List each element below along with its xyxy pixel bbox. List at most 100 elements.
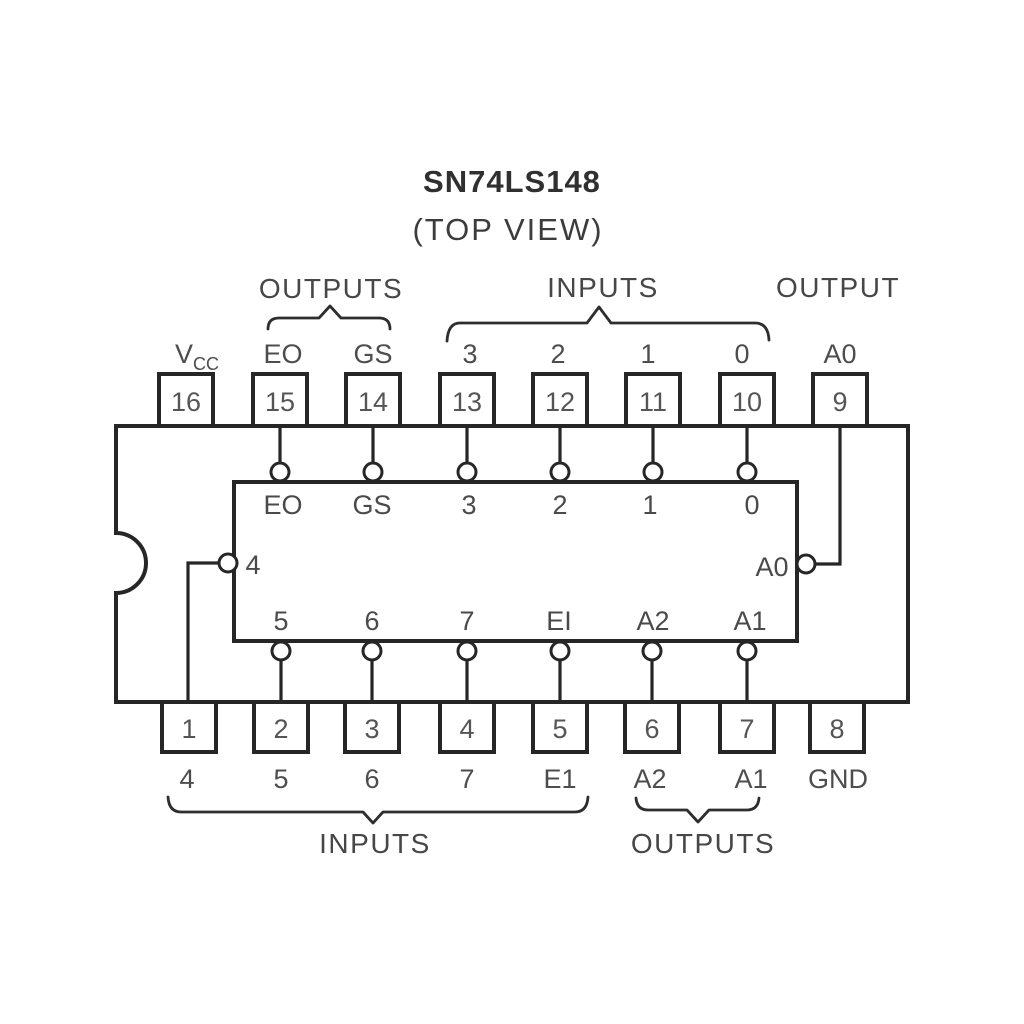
pin-2-terminal-circle — [270, 640, 292, 662]
inner-label-a1: A1 — [733, 606, 766, 636]
pin-13-number: 13 — [452, 387, 482, 417]
pin-3-box — [343, 700, 401, 754]
inner-bottom-labels: 5 6 7 EI A2 A1 — [273, 606, 766, 636]
pin-3-terminal-circle — [361, 640, 383, 662]
pin-1-terminal-circle — [217, 552, 239, 574]
pin-6-box — [623, 700, 681, 754]
inner-label-6: 6 — [364, 606, 379, 636]
inner-label-4: 4 — [245, 550, 260, 580]
pin-11-box — [624, 372, 682, 428]
view-label: (TOP VIEW) — [412, 212, 603, 247]
inner-label-7: 7 — [459, 606, 474, 636]
pin-2-box — [252, 700, 310, 754]
pin-2-number: 2 — [273, 714, 288, 744]
pin-7-number: 7 — [739, 714, 754, 744]
top-inputs-group-label: INPUTS — [547, 272, 659, 303]
top-pin-row: 16 15 14 13 12 11 10 9 — [157, 372, 869, 428]
pin-15-terminal-circle — [269, 461, 291, 483]
pin-5-bottom-label: E1 — [543, 764, 576, 794]
inner-label-eo: EO — [263, 490, 302, 520]
ic-inner-body — [232, 480, 799, 643]
pin-3-bottom-label: 6 — [364, 764, 379, 794]
pin-6-terminal-circle — [641, 640, 663, 662]
pin-9-label: A0 — [823, 339, 856, 369]
inner-label-a0: A0 — [755, 552, 788, 582]
pin-8-box — [808, 700, 866, 754]
inner-label-a2: A2 — [636, 606, 669, 636]
pin-6-bottom-label: A2 — [633, 764, 666, 794]
pin-1-lead-line — [186, 561, 219, 702]
bottom-outputs-group-label: OUTPUTS — [631, 828, 775, 859]
pin-16-box — [157, 372, 215, 428]
pin-11-label: 1 — [640, 339, 655, 369]
pin-4-bottom-label: 7 — [459, 764, 474, 794]
inner-label-1: 1 — [642, 490, 657, 520]
brace-bottom-inputs — [166, 795, 590, 825]
pin-4-number: 4 — [459, 714, 474, 744]
pin-14-terminal-circle — [362, 461, 384, 483]
pin-14-label: GS — [353, 339, 392, 369]
brace-top-outputs — [266, 304, 392, 331]
pin-9-lead-line — [815, 426, 842, 566]
pin-6-number: 6 — [644, 714, 659, 744]
inner-label-2: 2 — [552, 490, 567, 520]
pin-10-label: 0 — [734, 339, 749, 369]
pin-8-bottom-label: GND — [808, 764, 868, 794]
pin-5-box — [531, 700, 589, 754]
inner-label-gs: GS — [352, 490, 391, 520]
pin-12-number: 12 — [545, 387, 575, 417]
top-outputs-group-label: OUTPUTS — [259, 273, 403, 304]
pin-2-bottom-label: 5 — [273, 764, 288, 794]
inner-label-5: 5 — [273, 606, 288, 636]
pin-11-number: 11 — [639, 387, 667, 417]
pin-4-terminal-circle — [456, 640, 478, 662]
pin-10-terminal-circle — [736, 461, 758, 483]
pin-15-label: EO — [263, 339, 302, 369]
bottom-lead-lines — [279, 660, 749, 702]
inner-label-0: 0 — [744, 490, 759, 520]
inner-label-3: 3 — [461, 490, 476, 520]
pin-16-label-subscript: CC — [193, 354, 219, 374]
top-terminal-circles — [269, 461, 758, 483]
pin-15-box — [251, 372, 309, 428]
pin-13-label: 3 — [462, 339, 477, 369]
pin-7-terminal-circle — [736, 640, 758, 662]
bottom-inputs-group-label: INPUTS — [319, 828, 431, 859]
pin-14-number: 14 — [358, 387, 388, 417]
ic-package-outline — [114, 424, 910, 704]
top-lead-lines — [186, 426, 842, 702]
pin-12-box — [531, 372, 589, 428]
pin-1-number: 1 — [181, 714, 196, 744]
pin-4-box — [438, 700, 496, 754]
pin-9-terminal-circle — [795, 553, 817, 575]
brace-bottom-outputs — [634, 796, 761, 824]
pin-16-label: V — [175, 339, 193, 369]
pin-12-terminal-circle — [549, 461, 571, 483]
chip-title: SN74LS148 — [423, 164, 601, 199]
pin-1-bottom-label: 4 — [179, 764, 194, 794]
pin-8-number: 8 — [829, 714, 844, 744]
brace-top-inputs — [445, 305, 771, 343]
pin-5-number: 5 — [552, 714, 567, 744]
pin-13-terminal-circle — [456, 461, 478, 483]
top-output-group-label: OUTPUT — [776, 272, 900, 303]
inner-label-ei: EI — [546, 606, 572, 636]
bottom-pin-labels: 4 5 6 7 E1 A2 A1 GND — [179, 764, 868, 794]
pin-15-number: 15 — [265, 387, 295, 417]
pin-3-number: 3 — [364, 714, 379, 744]
pin-12-label: 2 — [550, 339, 565, 369]
pin-16-number: 16 — [171, 387, 201, 417]
inner-top-labels: EO GS 3 2 1 0 — [263, 490, 759, 520]
pin-9-number: 9 — [832, 387, 847, 417]
bottom-pin-row: 1 2 3 4 5 6 7 8 — [160, 700, 866, 754]
pin-7-bottom-label: A1 — [734, 764, 767, 794]
pin-5-terminal-circle — [549, 640, 571, 662]
bottom-terminal-circles — [270, 640, 758, 662]
pin-11-terminal-circle — [642, 461, 664, 483]
pin-10-box — [718, 372, 776, 428]
pin-1-box — [160, 700, 218, 754]
pin-7-box — [718, 700, 776, 754]
pin-9-box — [811, 372, 869, 428]
